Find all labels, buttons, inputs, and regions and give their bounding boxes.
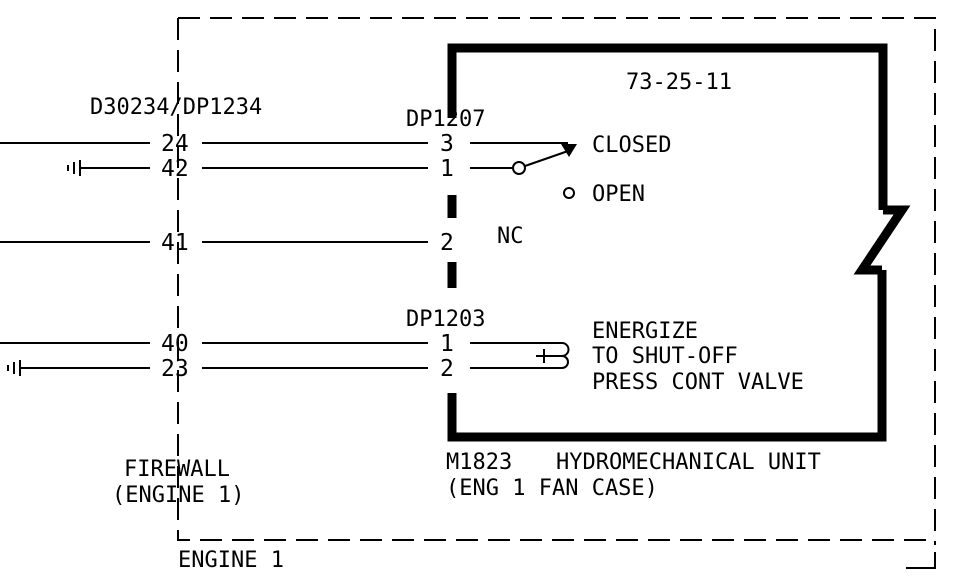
ground-icon [7, 360, 21, 376]
pin-label: 3 [440, 131, 454, 157]
pin-label: 2 [440, 230, 454, 256]
pin-label: 42 [161, 156, 189, 182]
switch-open-label: OPEN [592, 182, 645, 207]
connector-dp1203-label: DP1203 [406, 307, 485, 332]
valve-label-line: PRESS CONT VALVE [592, 370, 804, 395]
connector-dp1207-label: DP1207 [406, 107, 485, 132]
pin-label: 41 [161, 230, 189, 256]
valve-label-line: ENERGIZE [592, 319, 698, 344]
firewall-label: FIREWALL [124, 457, 230, 482]
unit-id: M1823 [446, 450, 512, 475]
switch-symbol [470, 142, 577, 199]
pin-label: 24 [161, 131, 189, 157]
pin-label: 1 [440, 156, 454, 182]
unit-name: HYDROMECHANICAL UNIT [556, 450, 821, 475]
zone-reference: 73-25-11 [626, 70, 732, 95]
ground-icon [67, 160, 81, 176]
open-contact-icon [563, 187, 575, 199]
unit-location: (ENG 1 FAN CASE) [446, 476, 658, 501]
pin-label: 40 [161, 331, 189, 357]
engine-zone-label: ENGINE 1 [178, 548, 284, 573]
connector-left-label: D30234/DP1234 [90, 95, 262, 120]
solenoid-valve-icon [470, 342, 570, 369]
switch-nc-label: NC [497, 224, 524, 249]
pin-label: 1 [440, 331, 454, 357]
pin-label: 23 [161, 356, 189, 382]
valve-label-line: TO SHUT-OFF [592, 344, 738, 369]
firewall-label: (ENGINE 1) [112, 483, 244, 508]
switch-closed-label: CLOSED [592, 133, 671, 158]
hydromechanical-unit-box [447, 43, 911, 442]
pin-label: 2 [440, 356, 454, 382]
pivot-contact-icon [512, 161, 526, 175]
wires [0, 142, 428, 369]
